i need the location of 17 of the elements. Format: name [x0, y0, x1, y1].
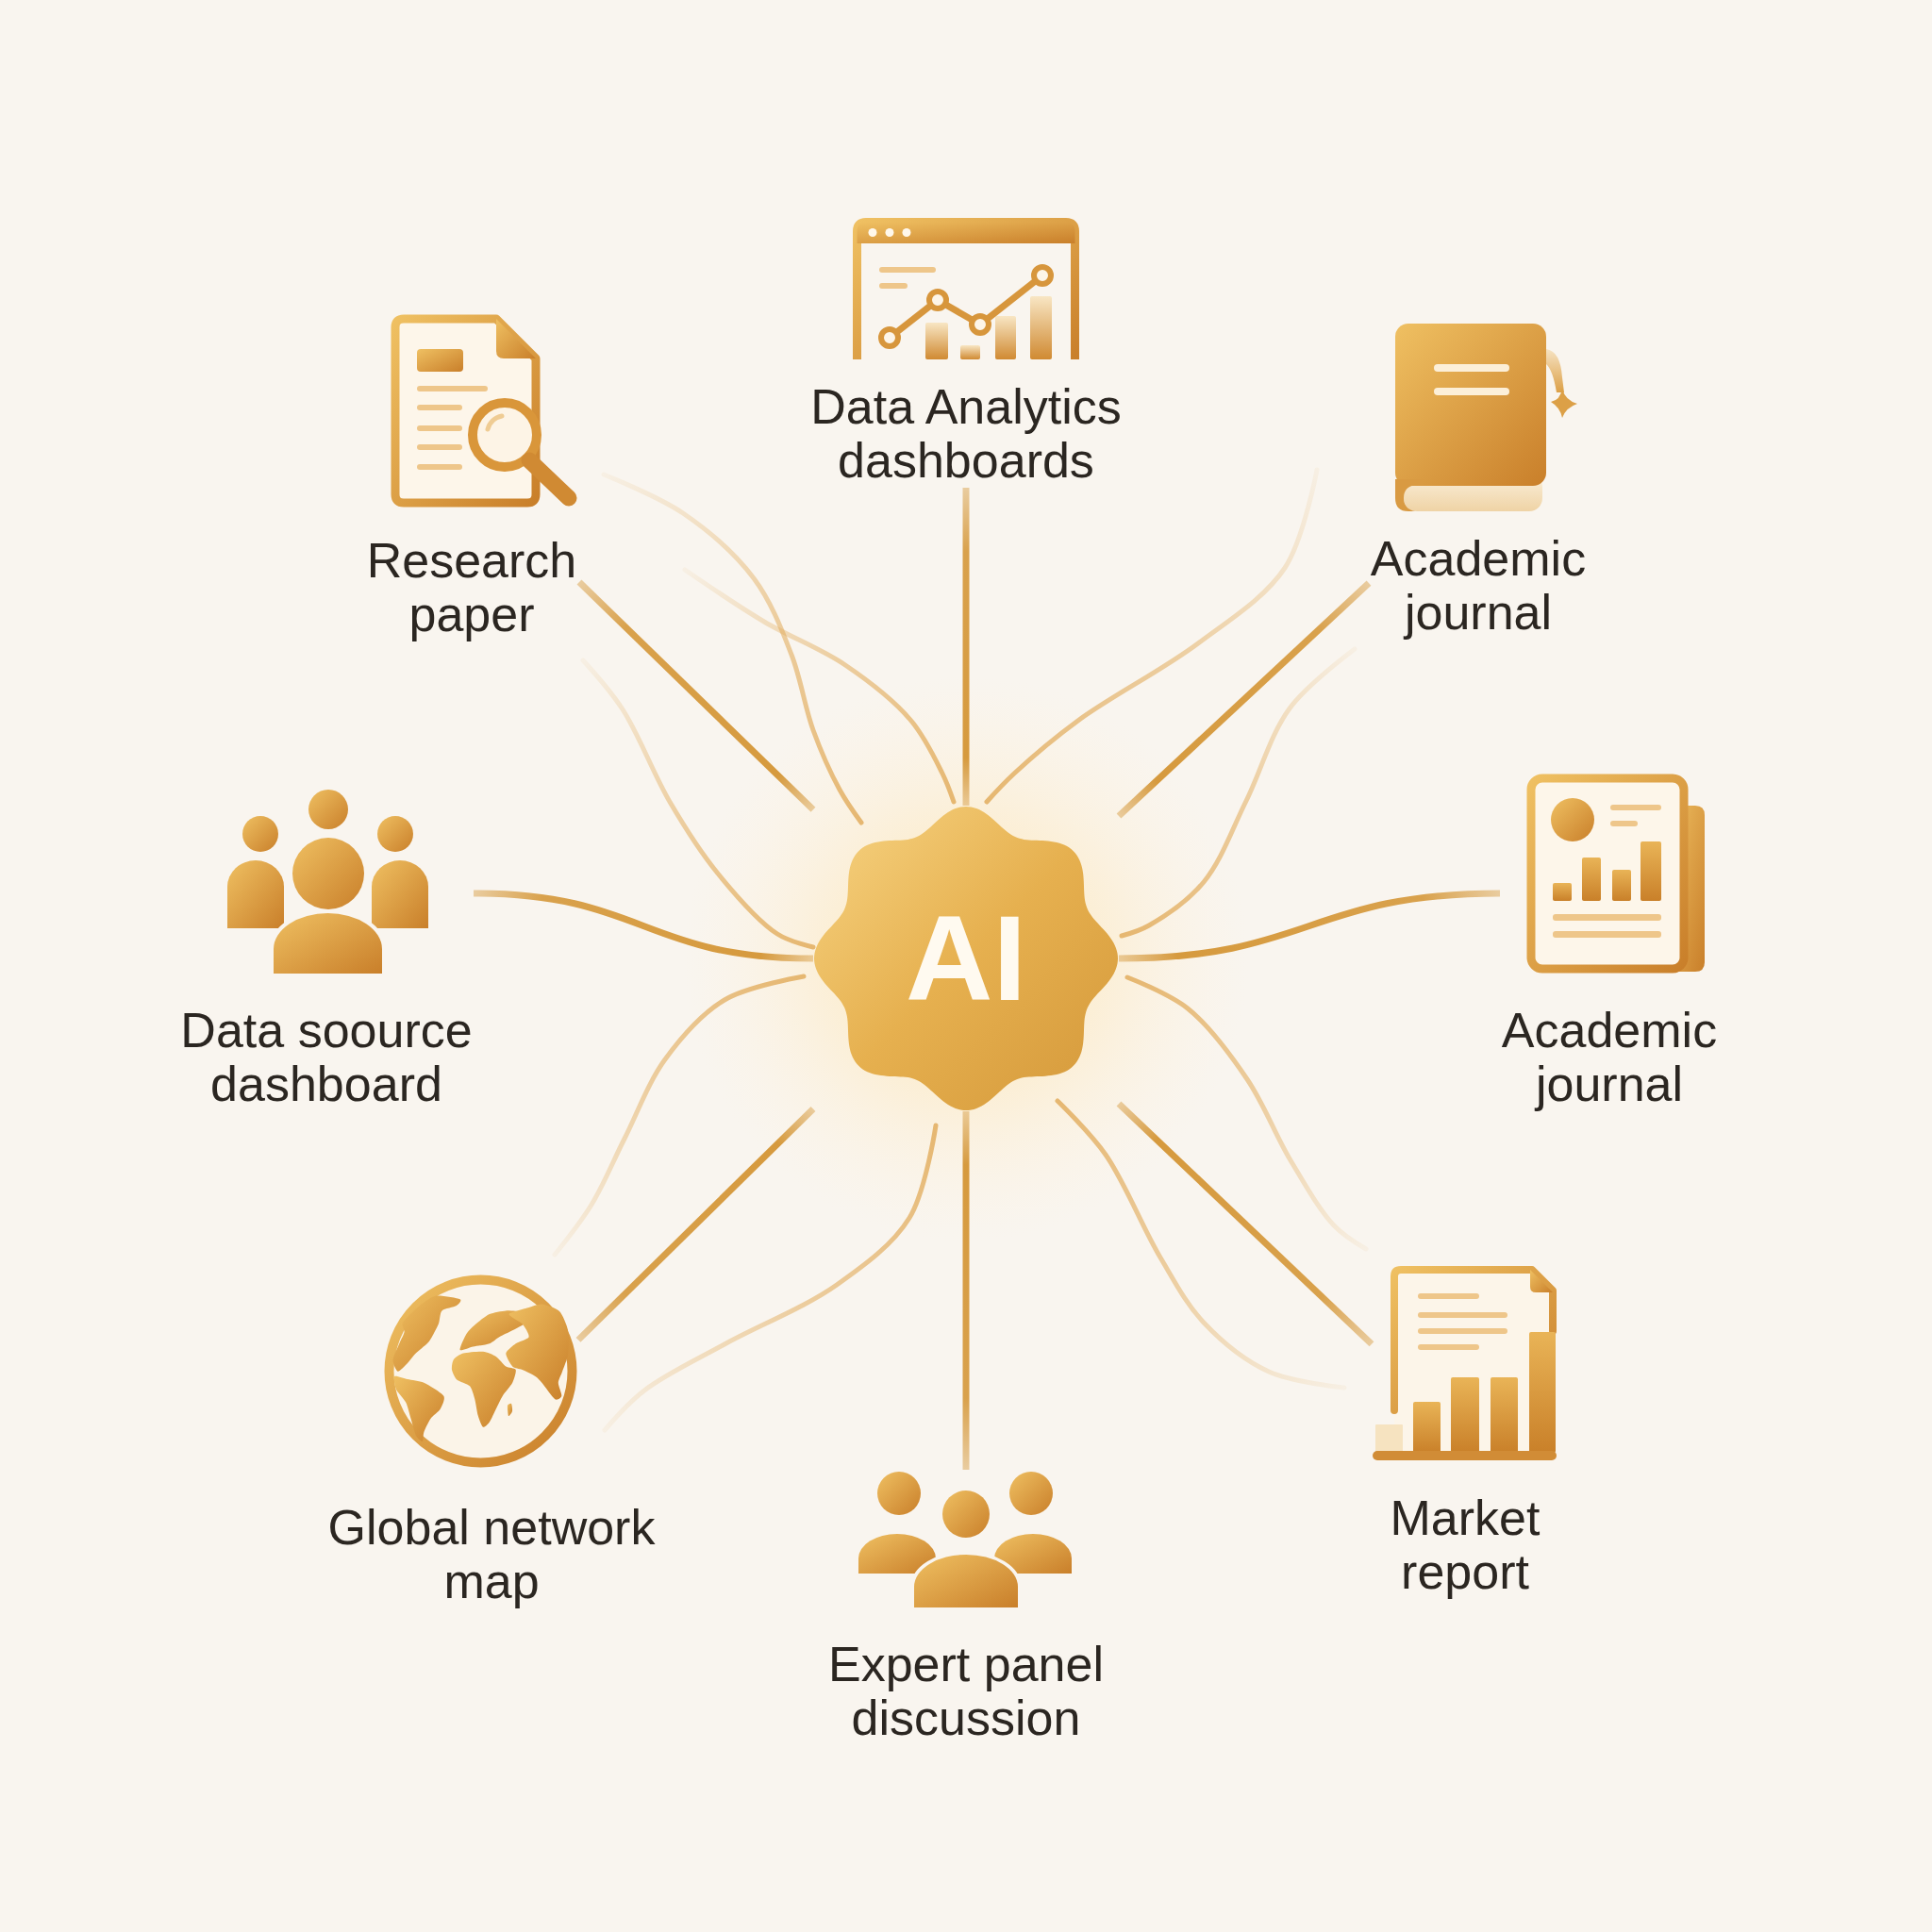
- node-label: Academic journal: [1500, 1004, 1719, 1111]
- node-label: Data Analytics dashboards: [809, 380, 1123, 488]
- connector-line: [1118, 890, 1501, 962]
- connector-line: [962, 1111, 970, 1470]
- connector-line: [1116, 1101, 1374, 1347]
- node-label: Market report: [1389, 1491, 1541, 1599]
- node-label: Research paper: [365, 534, 578, 641]
- node-label: Academic journal: [1369, 532, 1588, 640]
- node-label: Expert panel discussion: [827, 1638, 1105, 1745]
- node-label: Data soource dashboard: [179, 1004, 474, 1111]
- connector-line: [962, 488, 970, 806]
- connector-line: [473, 890, 814, 962]
- connector-line: [1116, 580, 1372, 819]
- connector-line: [576, 579, 816, 812]
- connector-line: [575, 1106, 816, 1342]
- node-label: Global network map: [326, 1501, 657, 1608]
- badge-label: AI: [906, 898, 1026, 1019]
